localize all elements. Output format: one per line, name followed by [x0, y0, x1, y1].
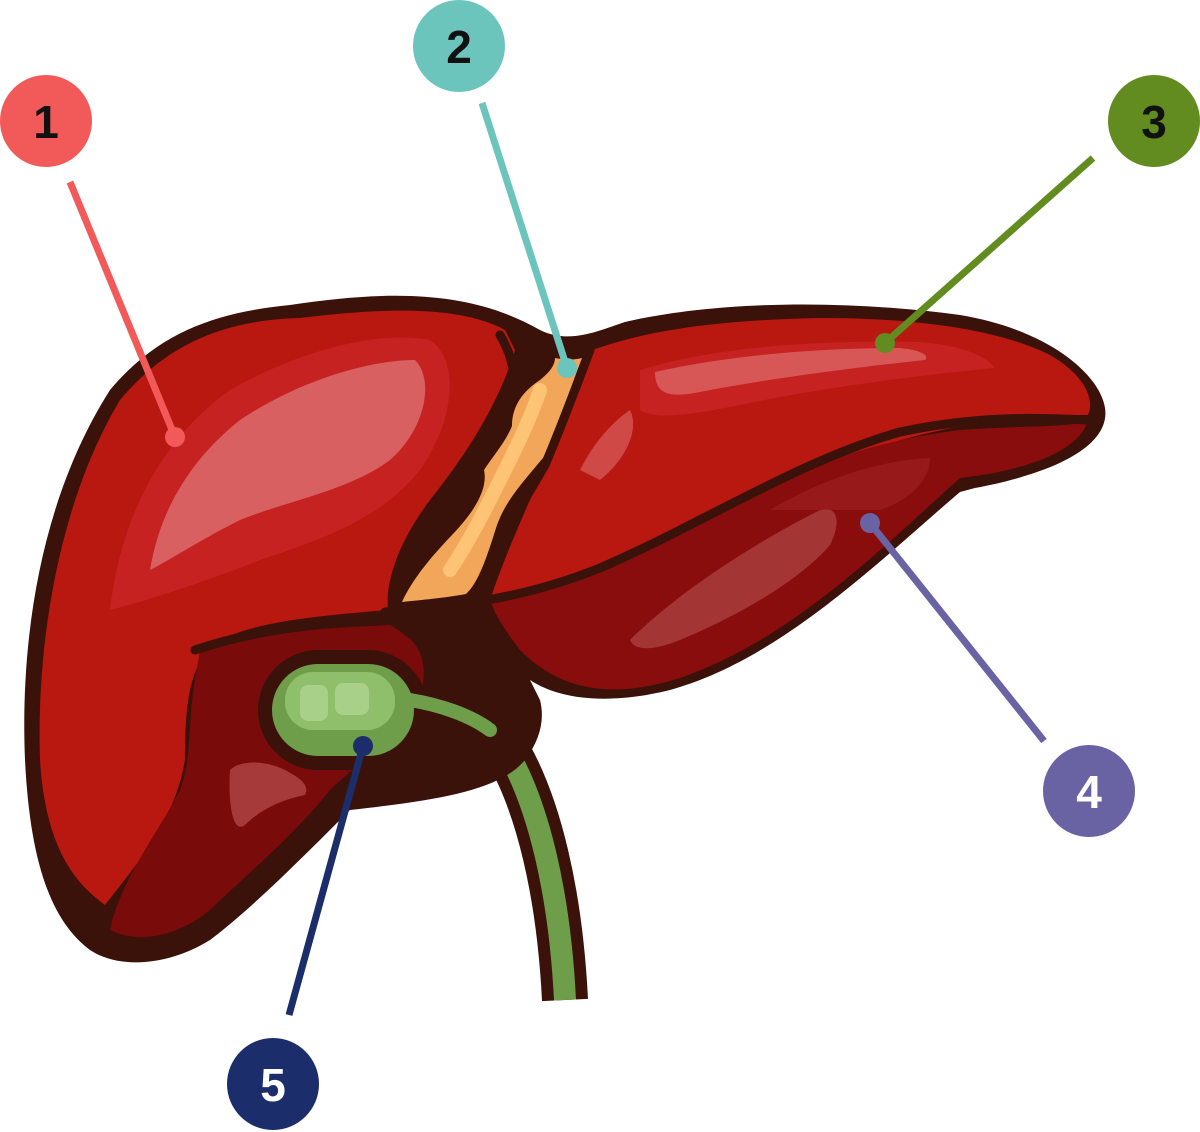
leader-dot-1 [165, 427, 185, 447]
marker-3: 3 [1108, 75, 1200, 167]
leader-line-4 [867, 520, 1047, 744]
marker-1: 1 [0, 75, 92, 167]
liver-icon [24, 295, 1106, 963]
leader-dot-5 [353, 736, 373, 756]
leader-line-1 [66, 180, 179, 439]
marker-2: 2 [413, 0, 505, 92]
leader-dot-4 [860, 513, 880, 533]
marker-2-label: 2 [446, 21, 472, 73]
marker-1-label: 1 [33, 96, 59, 148]
marker-3-label: 3 [1141, 96, 1167, 148]
leader-line-5 [285, 745, 367, 1016]
leader-dot-3 [875, 333, 895, 353]
marker-4-label: 4 [1076, 766, 1102, 818]
marker-4: 4 [1043, 745, 1135, 837]
marker-5: 5 [227, 1038, 319, 1130]
marker-2-circle [413, 0, 505, 92]
leader-lines [66, 101, 1096, 1016]
leader-line-2 [478, 101, 571, 370]
gallbladder-icon [258, 650, 506, 770]
leader-dot-2 [557, 358, 577, 378]
marker-5-label: 5 [260, 1059, 286, 1111]
marker-1-circle [0, 75, 92, 167]
marker-5-circle [227, 1038, 319, 1130]
marker-4-circle [1043, 745, 1135, 837]
marker-3-circle [1108, 75, 1200, 167]
leader-line-3 [882, 155, 1096, 346]
